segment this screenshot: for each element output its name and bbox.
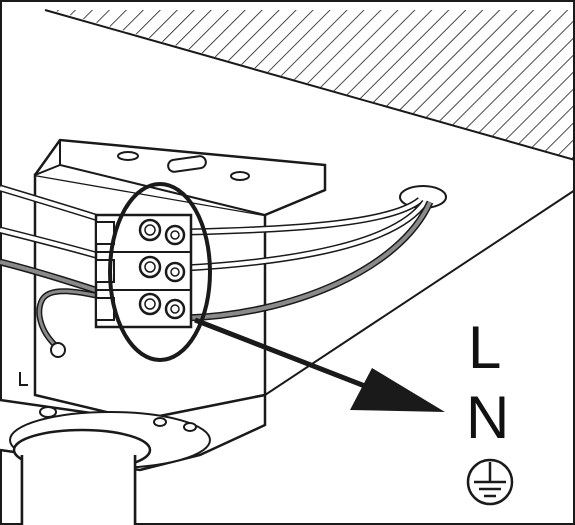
ceiling	[44, 9, 575, 161]
fixture-plate-edge	[264, 189, 575, 396]
supply-wires-ceiling	[184, 197, 434, 322]
ceiling-hatch	[45, 10, 575, 160]
mounting-slot	[167, 155, 207, 173]
mounting-hole-left	[117, 151, 139, 161]
highlight-ellipse	[108, 182, 212, 362]
live-label: L	[468, 314, 502, 381]
mounting-hole-right	[230, 171, 250, 181]
callout-arrow	[194, 317, 445, 412]
lamp-base	[0, 372, 267, 525]
earth-screw-icon	[50, 342, 66, 358]
earth-icon	[466, 458, 514, 506]
ceiling-underside-line	[44, 9, 575, 161]
neutral-label: N	[466, 384, 510, 451]
